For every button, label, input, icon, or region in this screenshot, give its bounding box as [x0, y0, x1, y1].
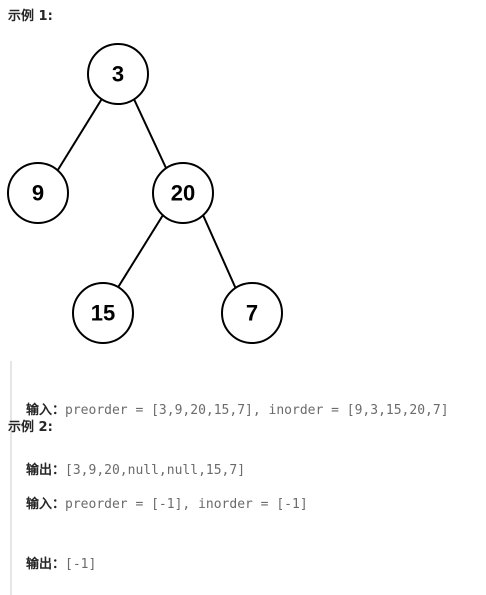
tree-node-20: 20 [152, 162, 214, 224]
tree-node-20-label: 20 [171, 181, 195, 206]
tree-edge-20-15 [116, 214, 164, 290]
example-1-code-block: 输入：preorder = [3,9,20,15,7], inorder = [… [10, 361, 449, 501]
example-2-code-block: 输入：preorder = [-1], inorder = [-1] 输出：[-… [10, 455, 308, 595]
example-2-input-line: 输入：preorder = [-1], inorder = [-1] [26, 495, 308, 515]
example-1-input-line: 输入：preorder = [3,9,20,15,7], inorder = [… [26, 401, 449, 421]
tree-node-7-label: 7 [246, 301, 258, 326]
example-2-output-label: 输出： [26, 557, 66, 572]
tree-node-9: 9 [7, 162, 69, 224]
example-1-output-value: [3,9,20,null,null,15,7] [65, 463, 246, 478]
tree-node-7: 7 [221, 282, 283, 344]
example-2-input-value: preorder = [-1], inorder = [-1] [65, 497, 308, 512]
tree-edge-3-20 [132, 96, 167, 169]
example-1-heading: 示例 1: [8, 9, 53, 24]
example-1-output-line: 输出：[3,9,20,null,null,15,7] [26, 461, 449, 481]
tree-node-9-label: 9 [32, 181, 44, 206]
example-1-input-label: 输入： [26, 403, 66, 418]
example-2-output-value: [-1] [65, 557, 97, 572]
tree-node-15: 15 [72, 282, 134, 344]
example-2-input-label: 输入： [26, 497, 66, 512]
tree-edge-20-7 [202, 214, 237, 290]
tree-node-15-label: 15 [91, 301, 115, 326]
example-2-heading: 示例 2: [8, 420, 53, 435]
tree-edge-3-9 [55, 96, 104, 174]
binary-tree-diagram: 3 9 20 15 7 [7, 43, 283, 344]
example-2-output-line: 输出：[-1] [26, 555, 308, 575]
tree-node-3-label: 3 [112, 62, 124, 87]
example-1-input-value: preorder = [3,9,20,15,7], inorder = [9,3… [65, 403, 449, 418]
tree-node-3: 3 [87, 43, 149, 105]
example-1-output-label: 输出： [26, 463, 66, 478]
